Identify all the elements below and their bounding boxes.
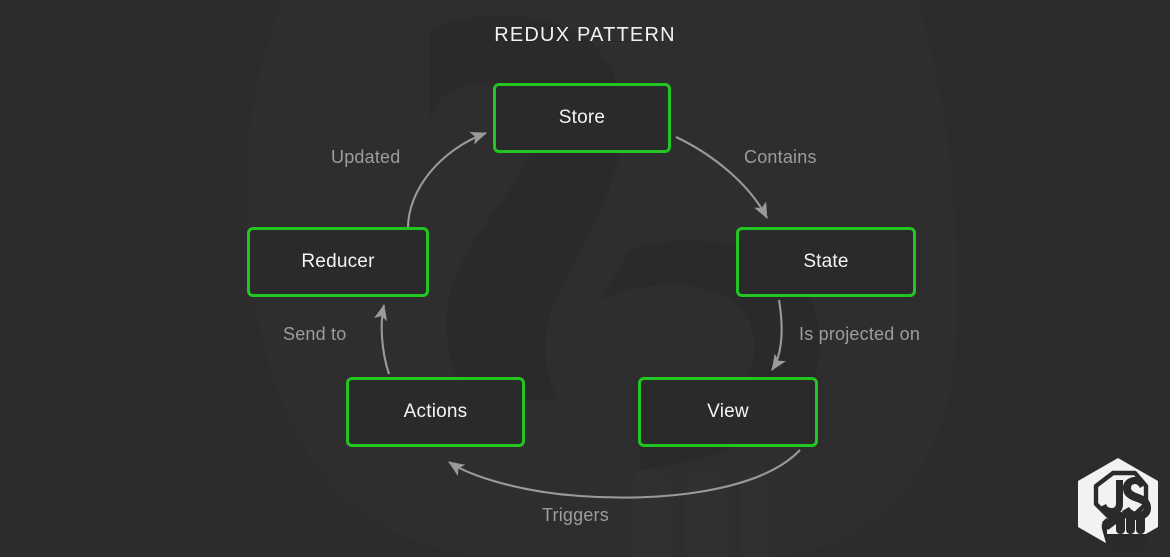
node-view[interactable]: View — [638, 377, 818, 447]
node-state-label: State — [803, 251, 849, 272]
diagram-title: REDUX PATTERN — [494, 24, 676, 46]
edge-label-contains: Contains — [744, 147, 817, 167]
node-store[interactable]: Store — [493, 83, 671, 153]
node-state[interactable]: State — [736, 227, 916, 297]
node-reducer[interactable]: Reducer — [247, 227, 429, 297]
edge-label-updated: Updated — [331, 147, 401, 167]
node-actions[interactable]: Actions — [346, 377, 525, 447]
edge-label-send-to: Send to — [283, 324, 347, 344]
arrow-reducer-to-store — [406, 131, 487, 229]
node-actions-label: Actions — [403, 401, 468, 422]
node-store-label: Store — [558, 107, 606, 128]
javascript-logo-icon — [1078, 458, 1158, 551]
arrow-state-to-view — [771, 299, 786, 371]
node-view-label: View — [707, 401, 749, 422]
arrow-actions-to-reducer — [374, 304, 390, 375]
edge-label-is-projected-on: Is projected on — [799, 324, 921, 344]
node-reducer-label: Reducer — [301, 251, 375, 272]
arrow-view-to-actions — [448, 449, 801, 499]
edge-label-triggers: Triggers — [542, 505, 609, 525]
